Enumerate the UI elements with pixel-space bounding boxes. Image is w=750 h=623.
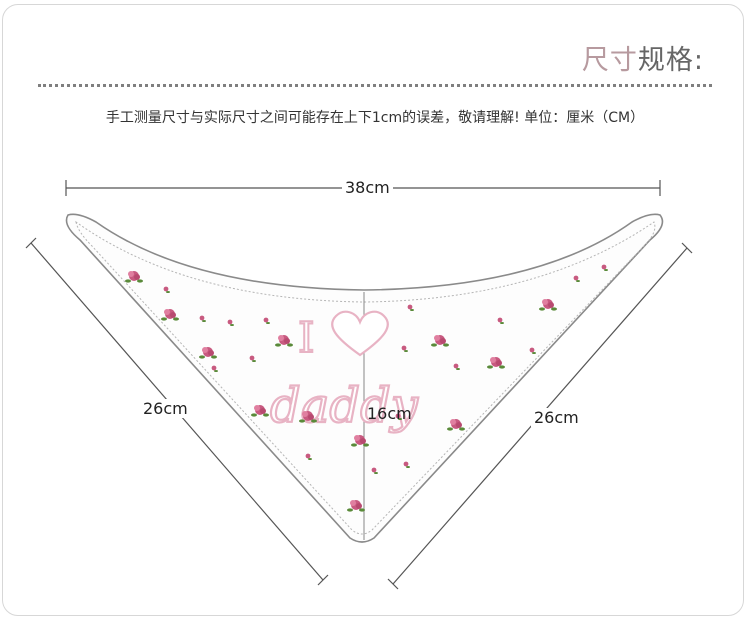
print-letter-i: I bbox=[298, 313, 315, 362]
right-tick-bottom bbox=[387, 578, 399, 590]
measurement-note: 手工测量尺寸与实际尺寸之间可能存在上下1cm的误差，敬请理解! 单位：厘米（CM… bbox=[105, 110, 645, 126]
height-label: 16cm bbox=[367, 404, 412, 423]
heart-icon bbox=[331, 310, 389, 357]
card-frame bbox=[2, 4, 744, 616]
print-word-daddy: daddy bbox=[270, 378, 419, 434]
right-side-label: 26cm bbox=[531, 408, 582, 427]
title-part-2: 规格: bbox=[637, 45, 704, 76]
left-tick-top bbox=[25, 237, 37, 249]
title-part-1: 尺寸 bbox=[581, 45, 638, 76]
dotted-divider bbox=[38, 84, 712, 87]
left-tick-bottom bbox=[317, 574, 329, 586]
left-side-label: 26cm bbox=[140, 399, 191, 418]
width-label: 38cm bbox=[342, 178, 393, 197]
bib-print: I daddy bbox=[269, 310, 420, 435]
section-title: 尺寸规格: bbox=[582, 38, 704, 77]
right-tick-top bbox=[681, 242, 693, 254]
